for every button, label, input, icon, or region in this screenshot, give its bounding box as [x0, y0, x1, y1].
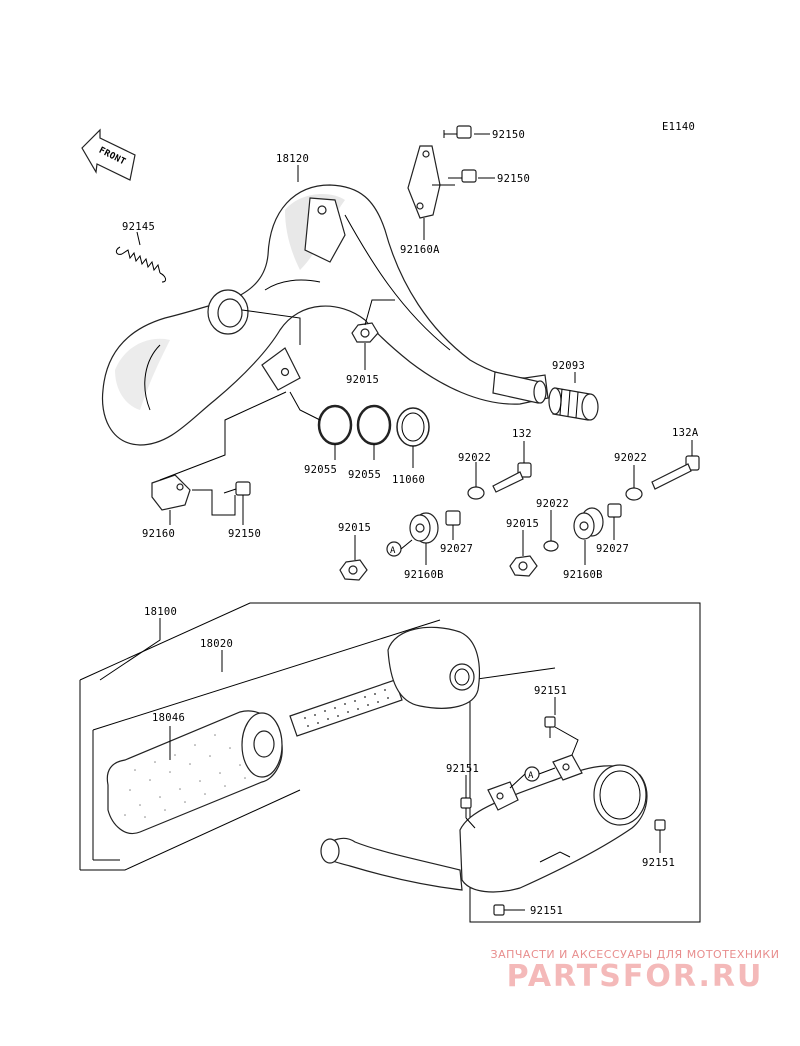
washer-92022-right [625, 487, 643, 501]
washer-92022-right-lower [543, 540, 559, 552]
label-132: 132 [512, 428, 532, 440]
grommet-92160B-left [409, 512, 439, 544]
sleeve-92093 [548, 387, 599, 421]
front-arrow-icon: FRONT [81, 128, 136, 181]
label-92151-bottom: 92151 [530, 905, 563, 917]
nut-92015-left [339, 559, 368, 581]
label-18020: 18020 [200, 638, 233, 650]
label-18100: 18100 [144, 606, 177, 618]
label-92027-left: 92027 [440, 543, 473, 555]
bolt-132A [651, 455, 700, 490]
label-132A: 132A [672, 427, 699, 439]
label-92160B-left: 92160B [404, 569, 444, 581]
watermark-caption: ЗАПЧАСТИ И АКСЕССУАРЫ ДЛЯ МОТОТЕХНИКИ [490, 948, 780, 961]
label-92015-left: 92015 [338, 522, 371, 534]
label-92150-top: 92150 [492, 129, 525, 141]
label-18046: 18046 [152, 712, 185, 724]
label-92015-upper: 92015 [346, 374, 379, 386]
spring-92145 [115, 246, 167, 283]
o-ring-92055-2 [356, 404, 392, 446]
label-92055-2: 92055 [348, 469, 381, 481]
label-92160A: 92160A [400, 244, 440, 256]
label-92150-lower: 92150 [228, 528, 261, 540]
bracket-92160A [407, 145, 441, 219]
collar-92027-right [607, 503, 622, 518]
nut-92015-right [509, 555, 538, 577]
grommet-92160B-right [573, 507, 604, 540]
bolt-92151-bottom [493, 904, 505, 916]
washer-92022-left [467, 486, 485, 500]
label-92145: 92145 [122, 221, 155, 233]
packing-18046 [106, 710, 283, 834]
watermark-logo: PARTSFOR.RU [506, 959, 764, 994]
ref-a-label-2: A [528, 771, 534, 781]
bracket-92160 [151, 474, 191, 511]
label-92022-mid: 92022 [536, 498, 569, 510]
label-92093: 92093 [552, 360, 585, 372]
label-92151-left: 92151 [446, 763, 479, 775]
label-92160: 92160 [142, 528, 175, 540]
label-11060: 11060 [392, 474, 425, 486]
label-18120: 18120 [276, 153, 309, 165]
label-92027-right: 92027 [596, 543, 629, 555]
bolt-92151-top [544, 716, 556, 738]
label-92022-left: 92022 [458, 452, 491, 464]
silencer-body [320, 754, 648, 893]
bolt-92150-top [443, 125, 472, 139]
watermark: ЗАПЧАСТИ И АКСЕССУАРЫ ДЛЯ МОТОТЕХНИКИ PA… [490, 948, 780, 994]
bolt-92151-right [654, 819, 666, 831]
label-92150-mid: 92150 [497, 173, 530, 185]
diagram-code: E1140 [662, 121, 695, 133]
bolt-92150-lower [223, 481, 251, 496]
label-92015-right: 92015 [506, 518, 539, 530]
label-92151-top: 92151 [534, 685, 567, 697]
expansion-chamber-drawing [101, 184, 549, 446]
inner-pipe-18020 [289, 626, 481, 737]
label-92022-right: 92022 [614, 452, 647, 464]
leader-lines [99, 133, 693, 911]
nut-92015-upper [351, 322, 379, 343]
bolt-132 [492, 462, 532, 493]
ref-a-label-1: A [390, 546, 396, 556]
label-92151-right: 92151 [642, 857, 675, 869]
collar-92027-left [445, 510, 461, 526]
label-92160B-right: 92160B [563, 569, 603, 581]
label-92055-1: 92055 [304, 464, 337, 476]
bolt-92150-mid [448, 169, 477, 183]
o-ring-92055-1 [317, 404, 353, 446]
